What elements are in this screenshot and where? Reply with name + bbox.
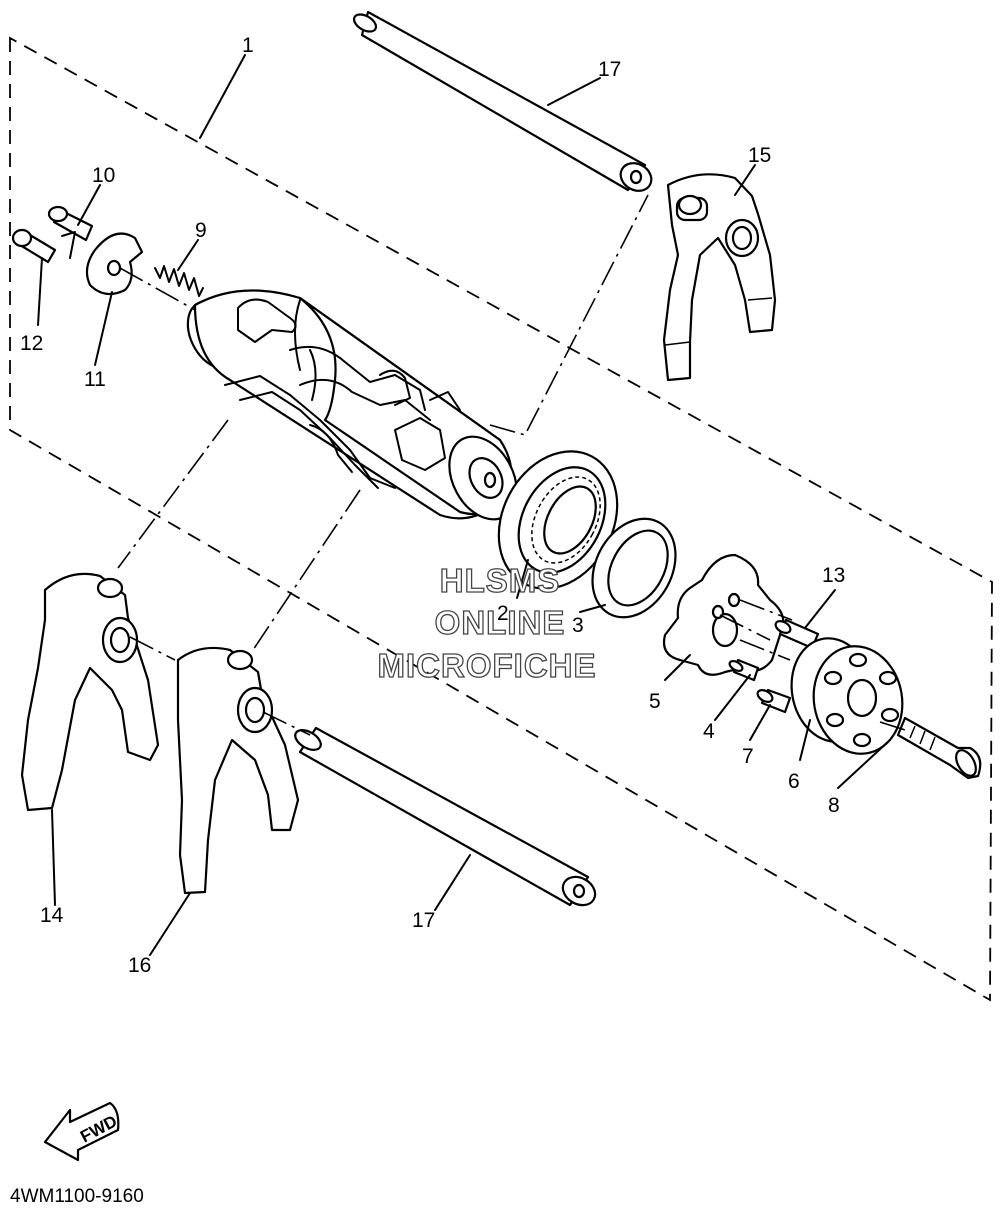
callout-15: 15 [748, 144, 771, 167]
shift-fork-14 [20, 572, 160, 812]
callout-11: 11 [84, 368, 106, 391]
fork-shaft-upper [352, 10, 653, 192]
callout-14: 14 [40, 904, 64, 927]
stopper-plate [85, 232, 144, 296]
shift-fork-16 [176, 646, 300, 895]
callout-17-upper: 17 [598, 58, 621, 81]
callout-13: 13 [822, 564, 845, 587]
bolts [11, 205, 94, 264]
watermark-line-2: ONLINE [435, 604, 566, 641]
watermark-line-3: MICROFICHE [378, 647, 597, 684]
callout-12: 12 [20, 332, 43, 355]
dowel-pins [728, 618, 820, 714]
assembly-outline [9, 36, 993, 1002]
callout-7: 7 [742, 745, 754, 768]
bearing [497, 450, 619, 590]
callout-6: 6 [788, 770, 800, 793]
fwd-arrow-icon: FWD [43, 1101, 120, 1162]
shift-fork-15 [662, 173, 777, 382]
watermark: HLSMS ONLINE MICROFICHE [377, 561, 597, 684]
circlip [591, 517, 677, 619]
callout-5: 5 [649, 690, 661, 713]
part-number: 4WM1100-9160 [10, 1186, 144, 1207]
screw-8 [896, 716, 982, 780]
leader-lines [37, 54, 891, 956]
spring [154, 265, 204, 297]
fork-shaft-lower [294, 726, 597, 907]
alignment-lines [117, 194, 906, 736]
callout-2: 2 [497, 602, 509, 625]
shift-drum [186, 289, 518, 521]
watermark-line-1: HLSMS [440, 562, 561, 599]
callout-4: 4 [703, 720, 715, 743]
callout-8: 8 [828, 794, 840, 817]
callouts: 1 17 10 15 9 12 11 13 2 3 5 4 7 6 8 14 1… [20, 34, 845, 977]
callout-3: 3 [572, 614, 584, 637]
callout-16: 16 [128, 954, 151, 977]
segment-plate [662, 553, 785, 676]
callout-17-lower: 17 [412, 909, 435, 932]
callout-10: 10 [92, 164, 115, 187]
drum-segment-6 [790, 637, 904, 755]
callout-1: 1 [242, 34, 254, 57]
callout-9: 9 [195, 219, 207, 242]
